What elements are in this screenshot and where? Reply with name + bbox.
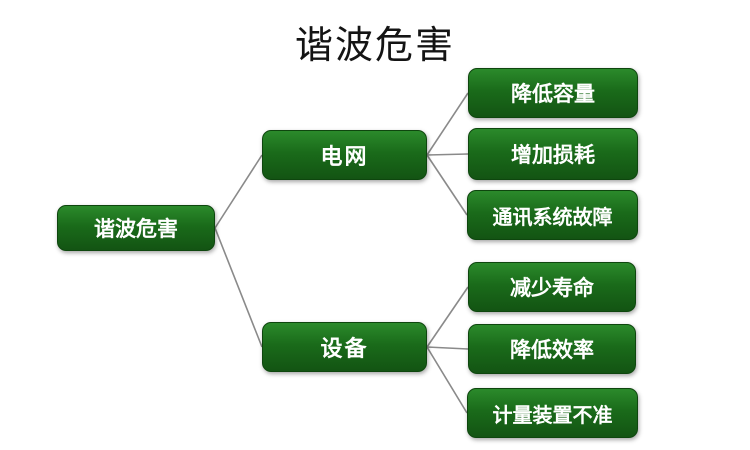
connector-root-device (214, 227, 263, 348)
connector-grid-leaf2 (426, 153, 469, 156)
node-leaf-reduce-lifespan: 减少寿命 (468, 262, 636, 312)
node-leaf-inaccurate-metering: 计量装置不准 (467, 388, 638, 438)
connector-device-leaf5 (426, 346, 469, 350)
connector-grid-leaf3 (426, 154, 468, 216)
diagram-title: 谐波危害 (294, 25, 455, 67)
connector-grid-leaf1 (426, 92, 469, 156)
node-leaf-increase-losses: 增加损耗 (468, 128, 638, 180)
node-branch-power-grid: 电网 (262, 130, 427, 180)
connector-device-leaf6 (426, 346, 468, 414)
node-leaf-reduce-efficiency: 降低效率 (468, 324, 636, 374)
node-branch-equipment: 设备 (262, 322, 427, 372)
connector-root-grid (214, 154, 263, 229)
node-root-harmonic-hazards: 谐波危害 (57, 205, 215, 251)
node-leaf-communication-system-failure: 通讯系统故障 (467, 190, 638, 240)
node-leaf-reduce-capacity: 降低容量 (468, 68, 638, 118)
connector-device-leaf4 (426, 286, 469, 348)
